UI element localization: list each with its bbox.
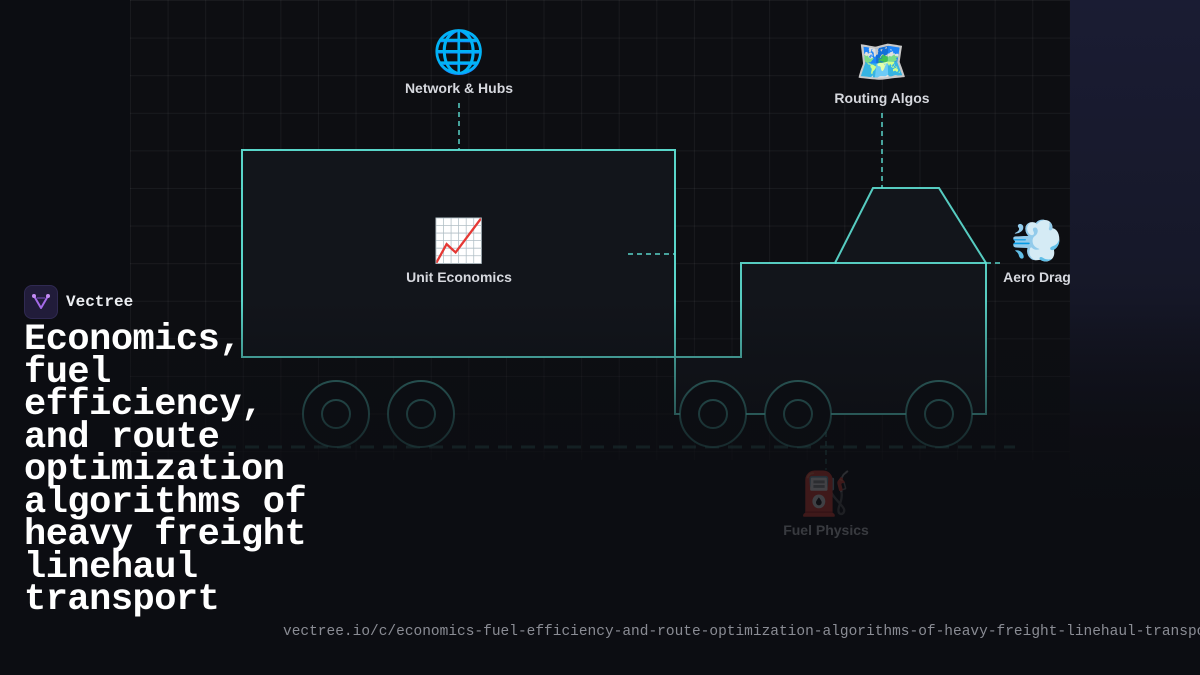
node-network-hubs: 🌐 Network & Hubs (405, 28, 513, 96)
map-icon: 🗺️ (855, 38, 909, 85)
node-label: Network & Hubs (404, 80, 514, 96)
node-label: Aero Drag (1003, 269, 1071, 285)
brand-name: Vectree (66, 293, 134, 311)
node-label: Unit Economics (406, 269, 512, 285)
bottom-fade-overlay (0, 300, 1200, 675)
node-label: Fuel Physics (783, 522, 869, 538)
vectree-logo-icon (24, 285, 58, 319)
wind-icon: 💨 (1010, 217, 1064, 264)
node-fuel-physics: ⛽ Fuel Physics (783, 470, 869, 538)
page-url[interactable]: vectree.io/c/economics-fuel-efficiency-a… (283, 624, 1200, 640)
node-unit-economics: 📈 Unit Economics (406, 217, 512, 285)
globe-icon: 🌐 (432, 28, 486, 75)
brand[interactable]: Vectree (24, 285, 133, 319)
node-aero-drag: 💨 Aero Drag (1003, 217, 1071, 285)
node-routing-algos: 🗺️ Routing Algos (834, 38, 929, 106)
page-title: Economics, fuel efficiency, and route op… (24, 319, 307, 621)
node-label: Routing Algos (834, 90, 930, 106)
chart-increasing-icon: 📈 (432, 217, 486, 264)
fuel-pump-icon: ⛽ (799, 470, 853, 517)
